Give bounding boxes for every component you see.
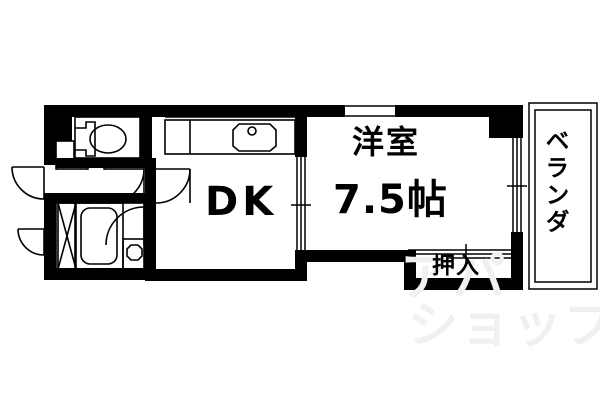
entry-door-swing [11,166,45,200]
folding-closet-x2 [57,202,77,270]
balcony-group [528,102,598,290]
toilet-fixture [89,124,127,154]
kitchen-counter [164,119,296,155]
wall-toilet-right [140,105,152,165]
room-label-closet: 押入 [432,253,480,279]
wall-closet-right [511,250,523,290]
wall-hall-divider [145,158,156,204]
wall-left-lower [44,200,56,280]
basin-counter [122,238,148,270]
folding-closet-doors[interactable] [57,202,77,270]
room-size-main-room: 7.5帖 [333,177,448,223]
balcony-inner [534,109,592,283]
kitchen-sink [232,123,277,152]
hall-threshold-mid [103,160,145,170]
wall-bath-right [144,200,156,280]
sliding-door-dk-to-room[interactable] [291,157,311,253]
toilet-tank [75,121,96,157]
toilet-door-swing [109,168,145,204]
wall-closet-bottom [404,278,523,290]
hall-threshold-top [55,160,89,170]
bathtub-frame [74,202,124,270]
toilet-room-outline [74,116,141,159]
hall-door-swing [155,168,191,204]
wall-top-room-left [305,105,345,117]
wall-dk-right-upper [295,105,307,157]
wall-room-bottom-left [295,250,410,262]
wall-left-upper [44,105,56,165]
room-label-dk: DK [205,179,278,225]
room-label-balcony: ベランダ [541,128,569,236]
sliding-doors-group [291,105,527,264]
room-label-main-room: 洋室 [352,123,421,161]
doors-group [11,166,191,256]
closet-sliding-doors[interactable] [408,244,523,264]
wall-top-kitchen [140,105,305,117]
wall-dk-bottom [145,269,307,281]
bathtub-fixture [80,207,118,265]
balcony-outer [528,102,598,290]
basin-fixture [126,244,143,261]
sliding-door-to-balcony[interactable] [507,138,527,232]
wall-bath-bottom [44,268,156,280]
faucet [247,126,257,136]
wall-room-right-top-block [489,105,523,138]
second-entry-door-swing [17,228,45,256]
bath-door-swing [105,206,145,246]
wall-hall-bottom [44,193,156,203]
room-window [345,105,395,117]
